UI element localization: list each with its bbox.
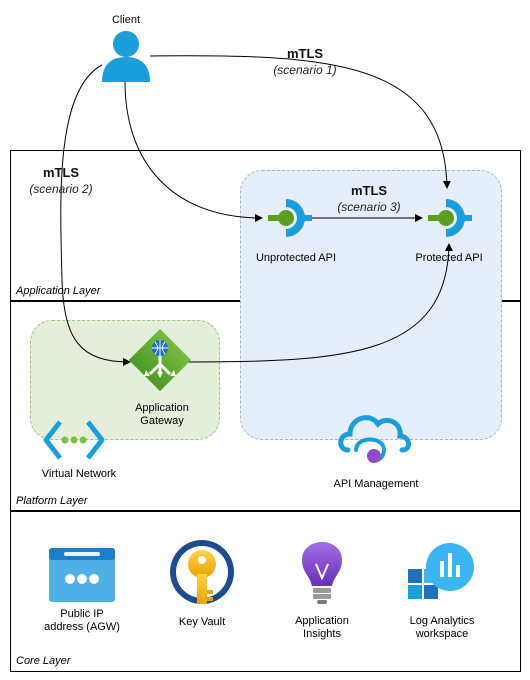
edge-label-title: mTLS xyxy=(350,183,388,198)
core-layer xyxy=(10,510,521,672)
gateway-group xyxy=(30,320,220,440)
public-ip-icon xyxy=(49,548,115,602)
edge-label-scenario3: mTLS (scenario 3) xyxy=(314,183,424,215)
log-analytics-label: Log Analytics workspace xyxy=(409,615,475,640)
edge-gateway-protected xyxy=(187,243,453,363)
edge-label-subtitle: (scenario 3) xyxy=(337,200,401,214)
layer-label-platform: Platform Layer xyxy=(16,495,88,507)
edge-label-subtitle: (scenario 1) xyxy=(273,63,337,77)
application-gateway-icon xyxy=(128,328,192,392)
api-management-icon xyxy=(338,415,411,463)
unprotected-api-label: Unprotected API xyxy=(255,252,337,264)
edge-label-scenario1: mTLS (scenario 1) xyxy=(250,46,360,78)
api-icon xyxy=(268,199,312,237)
edge-label-title: mTLS xyxy=(42,165,80,180)
edge-label-scenario2: mTLS (scenario 2) xyxy=(6,165,116,197)
log-analytics-icon xyxy=(408,543,474,599)
edge-label-title: mTLS xyxy=(286,46,324,61)
client-label: Client xyxy=(111,14,141,26)
edge-scenario2 xyxy=(60,64,131,366)
key-vault-label: Key Vault xyxy=(178,616,226,628)
edge-scenario1 xyxy=(149,55,451,189)
api-icon xyxy=(428,199,472,237)
layer-label-core: Core Layer xyxy=(16,655,71,667)
public-ip-label: Public IP address (AGW) xyxy=(44,608,120,633)
user-icon xyxy=(102,31,150,82)
vnet-label: Virtual Network xyxy=(41,468,117,480)
virtual-network-icon xyxy=(43,420,105,460)
apim-label: API Management xyxy=(333,478,419,490)
layer-label-application: Application Layer xyxy=(16,285,101,297)
key-vault-icon xyxy=(170,540,234,604)
app-insights-label: Application Insights xyxy=(295,615,349,640)
app-gateway-label: Application Gateway xyxy=(135,402,189,427)
edge-client-unprotected xyxy=(124,81,263,222)
application-insights-icon xyxy=(302,542,342,604)
edge-label-subtitle: (scenario 2) xyxy=(29,182,93,196)
protected-api-label: Protected API xyxy=(415,252,483,264)
